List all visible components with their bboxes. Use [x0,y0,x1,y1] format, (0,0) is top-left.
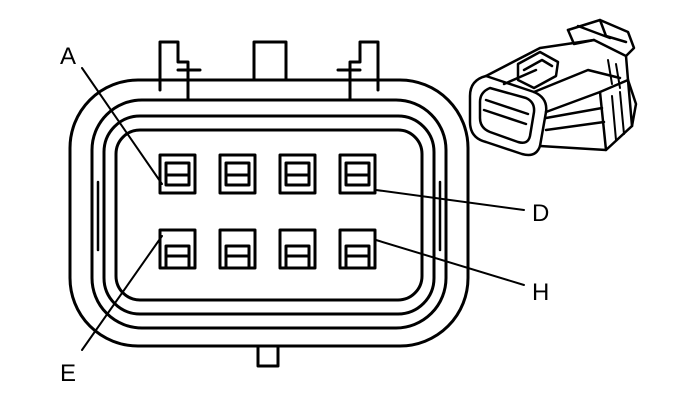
seal-ring-inner [114,128,424,302]
terminal-cavity-h [338,228,377,270]
terminal-row-1 [158,153,377,195]
terminal-row-2 [158,228,377,270]
terminal-cavity-e [158,228,197,270]
callout-label-a: A [60,43,76,70]
housing-outer-shell [68,78,470,348]
callout-label-e: E [60,360,76,387]
leader-lines [81,67,525,351]
latch-left-arm [158,40,202,92]
latch-right-arm [336,40,380,92]
leader-line-e [81,235,163,351]
perspective-rear-ribs [607,59,625,141]
latch-center-block [252,40,288,82]
leader-line-h [375,239,525,286]
seal-ring-outer [102,114,436,316]
leader-line-d [375,189,525,211]
leader-line-a [81,67,163,185]
terminal-cavity-c [278,153,317,195]
terminal-cavity-g [278,228,317,270]
connector-perspective-view [468,18,638,157]
perspective-front-inner [478,86,536,144]
perspective-front-face [468,74,548,157]
terminal-cavity-b [218,153,257,195]
callout-label-d: D [532,200,549,227]
bottom-key [256,344,280,368]
perspective-latch [566,18,636,58]
top-latch [158,40,380,102]
connector-face [68,40,470,368]
terminal-cavity-a [158,153,197,195]
callout-label-h: H [532,279,549,306]
terminal-cavity-d [338,153,377,195]
perspective-lock-tab [516,50,560,90]
terminal-cavity-f [218,228,257,270]
housing-inner-shell [90,98,448,330]
side-guide-ribs [90,180,448,252]
perspective-body-side [538,78,638,152]
